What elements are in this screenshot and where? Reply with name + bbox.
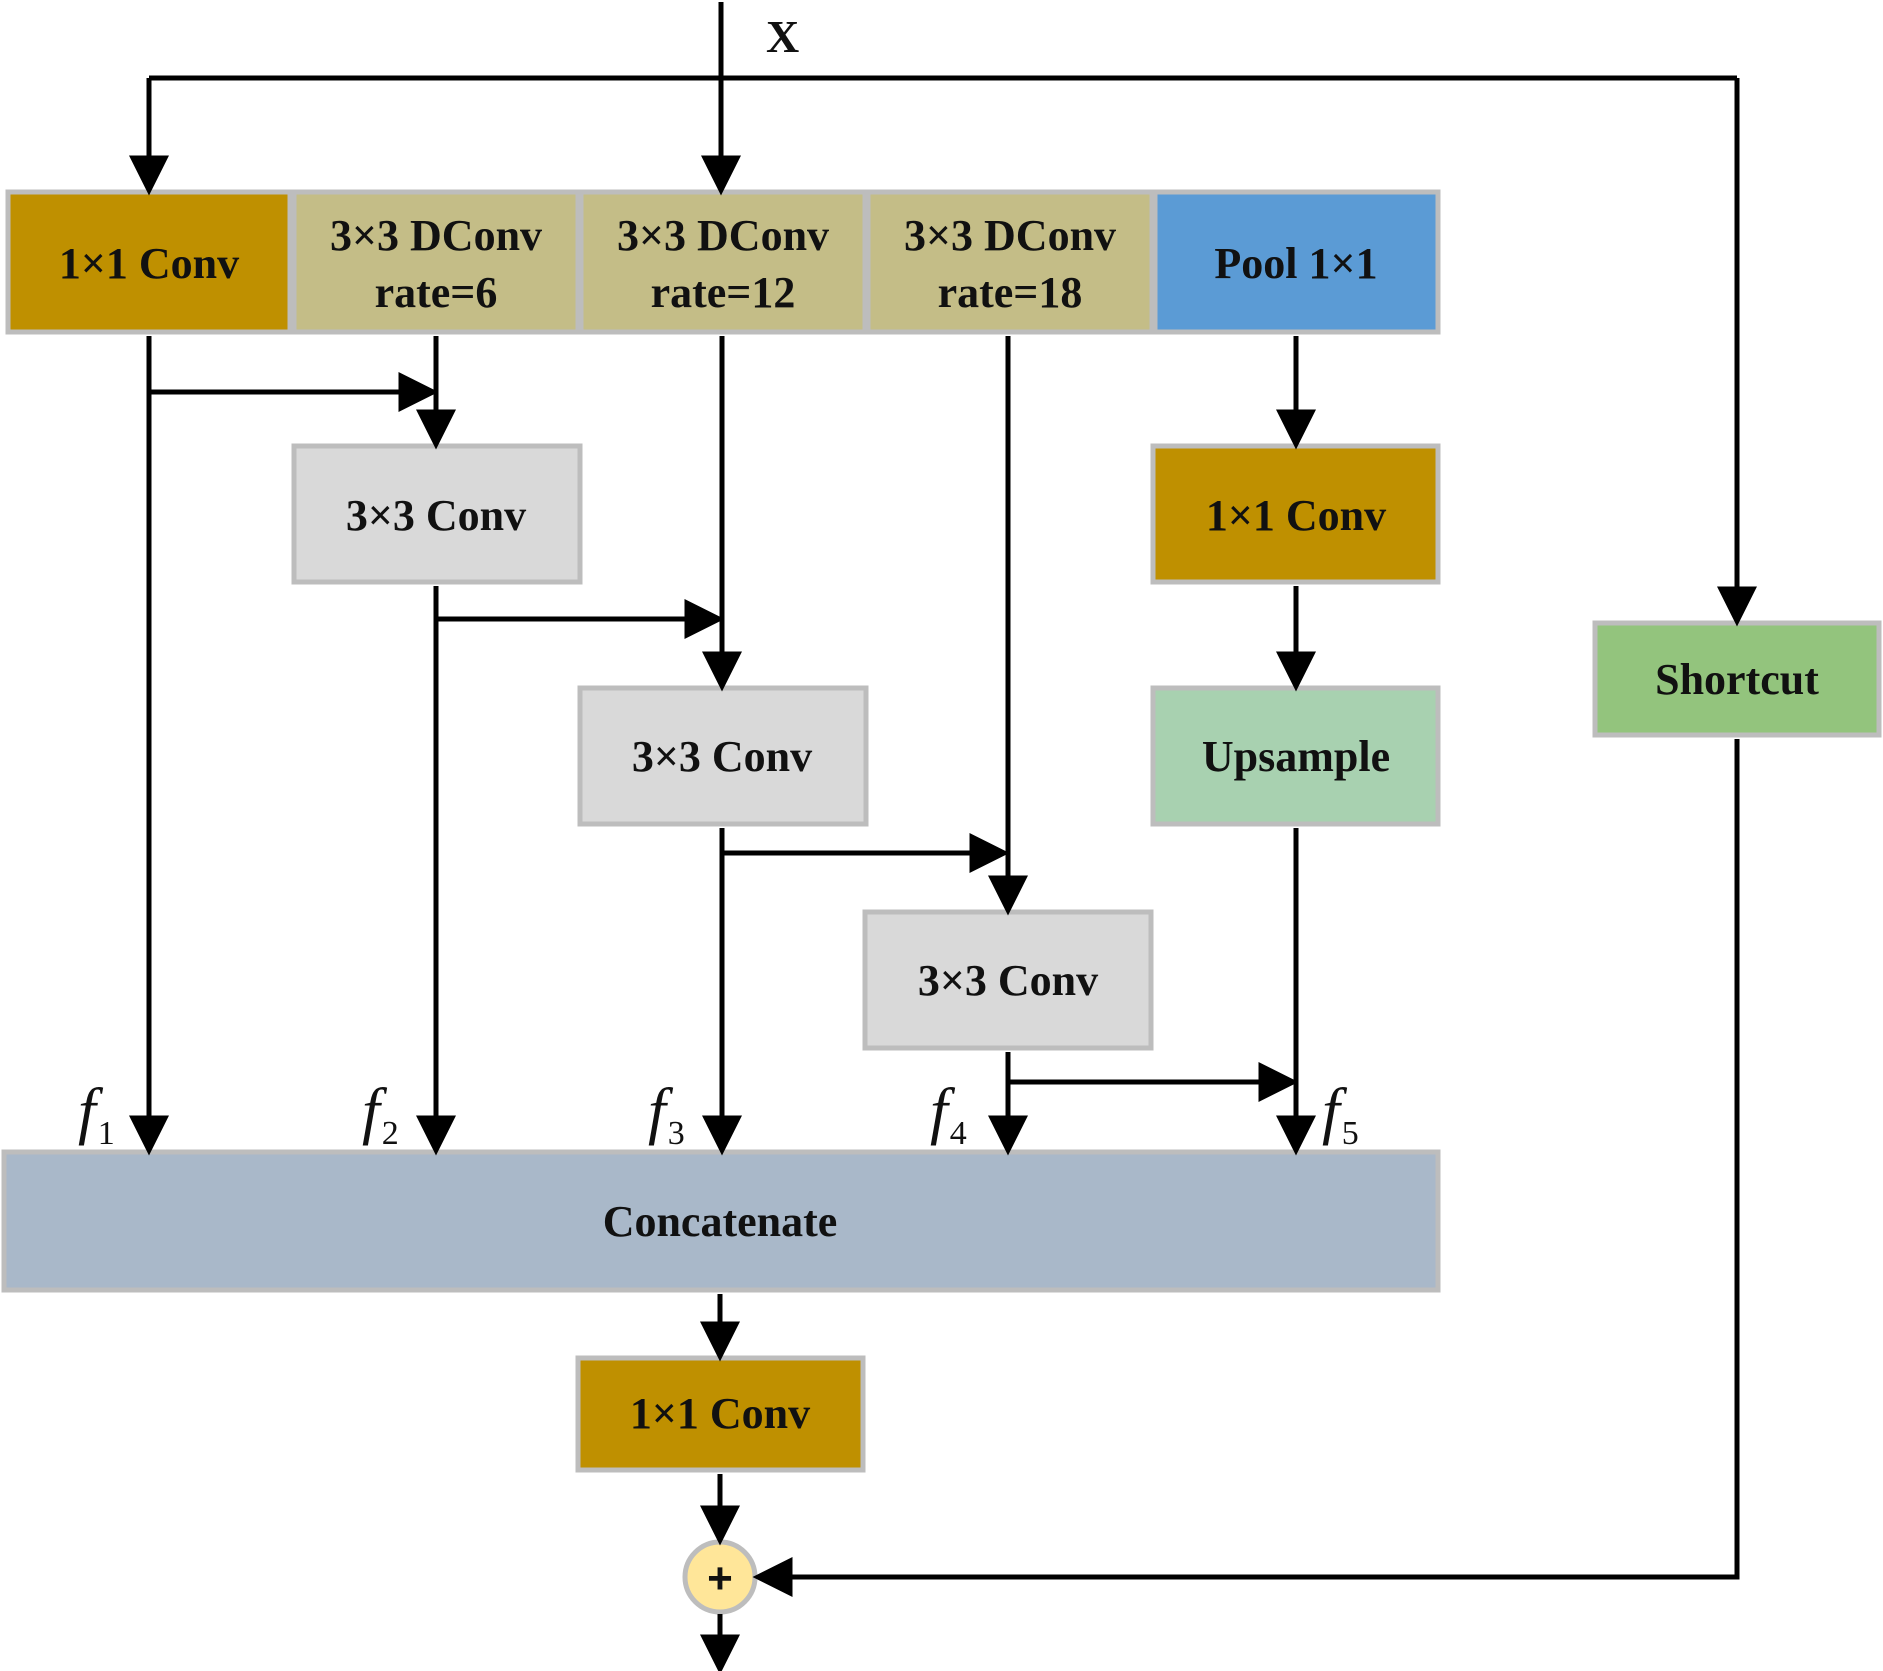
feature-label-f1: f1 — [78, 1075, 115, 1152]
top-dconv-rate12-label-2: rate=12 — [651, 268, 796, 317]
feature-label-f3: f3 — [648, 1075, 685, 1152]
top-dconv-rate12-label-1: 3×3 DConv — [617, 211, 829, 260]
top-pool-box — [1152, 189, 1441, 335]
feature-labels: f1 f2 f3 f4 f5 — [78, 1075, 1359, 1152]
concatenate-label: Concatenate — [603, 1197, 838, 1246]
conv3x3-label-1: 3×3 Conv — [346, 491, 526, 540]
connectors — [129, 2, 1757, 1671]
top-dconv-rate18-label-2: rate=18 — [938, 268, 1083, 317]
shortcut-label: Shortcut — [1655, 655, 1819, 704]
concatenate-box — [1, 1149, 1441, 1293]
top-dconv-rate6-box — [291, 189, 581, 335]
pool-conv1x1-label: 1×1 Conv — [1206, 491, 1386, 540]
top-conv1x1-label: 1×1 Conv — [59, 239, 239, 288]
top-dconv-rate6-label-1: 3×3 DConv — [330, 211, 542, 260]
upsample-box — [1150, 685, 1441, 827]
top-dconv-rate18-box — [865, 189, 1155, 335]
upsample-label: Upsample — [1202, 732, 1390, 781]
final-conv1x1-box — [575, 1355, 866, 1473]
feature-label-f4: f4 — [930, 1075, 967, 1152]
top-dconv-rate6-label-2: rate=6 — [375, 268, 498, 317]
adder-symbol: + — [707, 1554, 733, 1603]
shortcut-to-adder-line — [762, 739, 1740, 1580]
conv3x3-label-3: 3×3 Conv — [918, 956, 1098, 1005]
feature-label-f5: f5 — [1322, 1075, 1359, 1152]
feature-label-f2: f2 — [362, 1075, 399, 1152]
top-pool-label: Pool 1×1 — [1214, 239, 1377, 288]
pool-conv1x1-box — [1150, 443, 1441, 585]
conv3x3-label-2: 3×3 Conv — [632, 732, 812, 781]
shortcut-box — [1592, 620, 1882, 738]
top-row: 1×1 Conv 3×3 DConv rate=6 3×3 DConv rate… — [5, 189, 1441, 335]
conv3x3-box-3 — [862, 909, 1154, 1051]
top-dconv-rate18-label-1: 3×3 DConv — [904, 211, 1116, 260]
top-conv1x1-box — [5, 189, 293, 335]
conv3x3-box-1 — [291, 443, 583, 585]
conv3x3-box-2 — [577, 685, 869, 827]
input-label: X — [766, 11, 799, 62]
final-conv1x1-label: 1×1 Conv — [630, 1389, 810, 1438]
